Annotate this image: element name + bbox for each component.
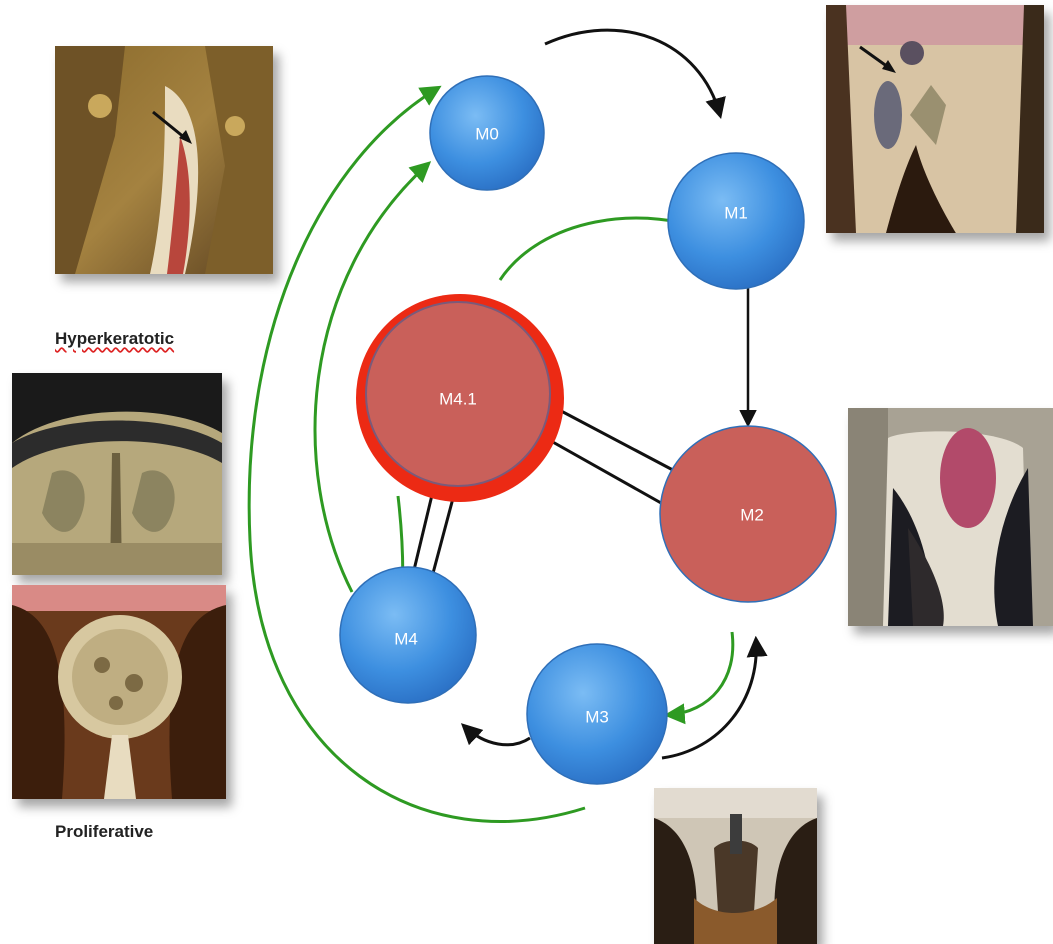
node-m2-label: M2 (740, 505, 764, 524)
node-m41: M4.1 (356, 294, 564, 502)
node-m4-label: M4 (394, 629, 418, 648)
node-m1-label: M1 (724, 203, 748, 222)
arrow-m0-to-m1 (545, 30, 720, 115)
node-m3: M3 (527, 644, 667, 784)
node-m41-label: M4.1 (439, 389, 477, 408)
arrow-m41-to-m2 (546, 403, 688, 478)
node-m2: M2 (660, 426, 836, 602)
arrow-m2-to-m3 (668, 632, 733, 715)
arrow-m2-to-m41 (535, 432, 670, 508)
node-m4: M4 (340, 567, 476, 703)
node-m3-label: M3 (585, 707, 609, 726)
node-m1: M1 (668, 153, 804, 289)
arrow-m3-to-m4 (464, 726, 530, 745)
node-m0: M0 (430, 76, 544, 190)
node-m0-label: M0 (475, 124, 499, 143)
